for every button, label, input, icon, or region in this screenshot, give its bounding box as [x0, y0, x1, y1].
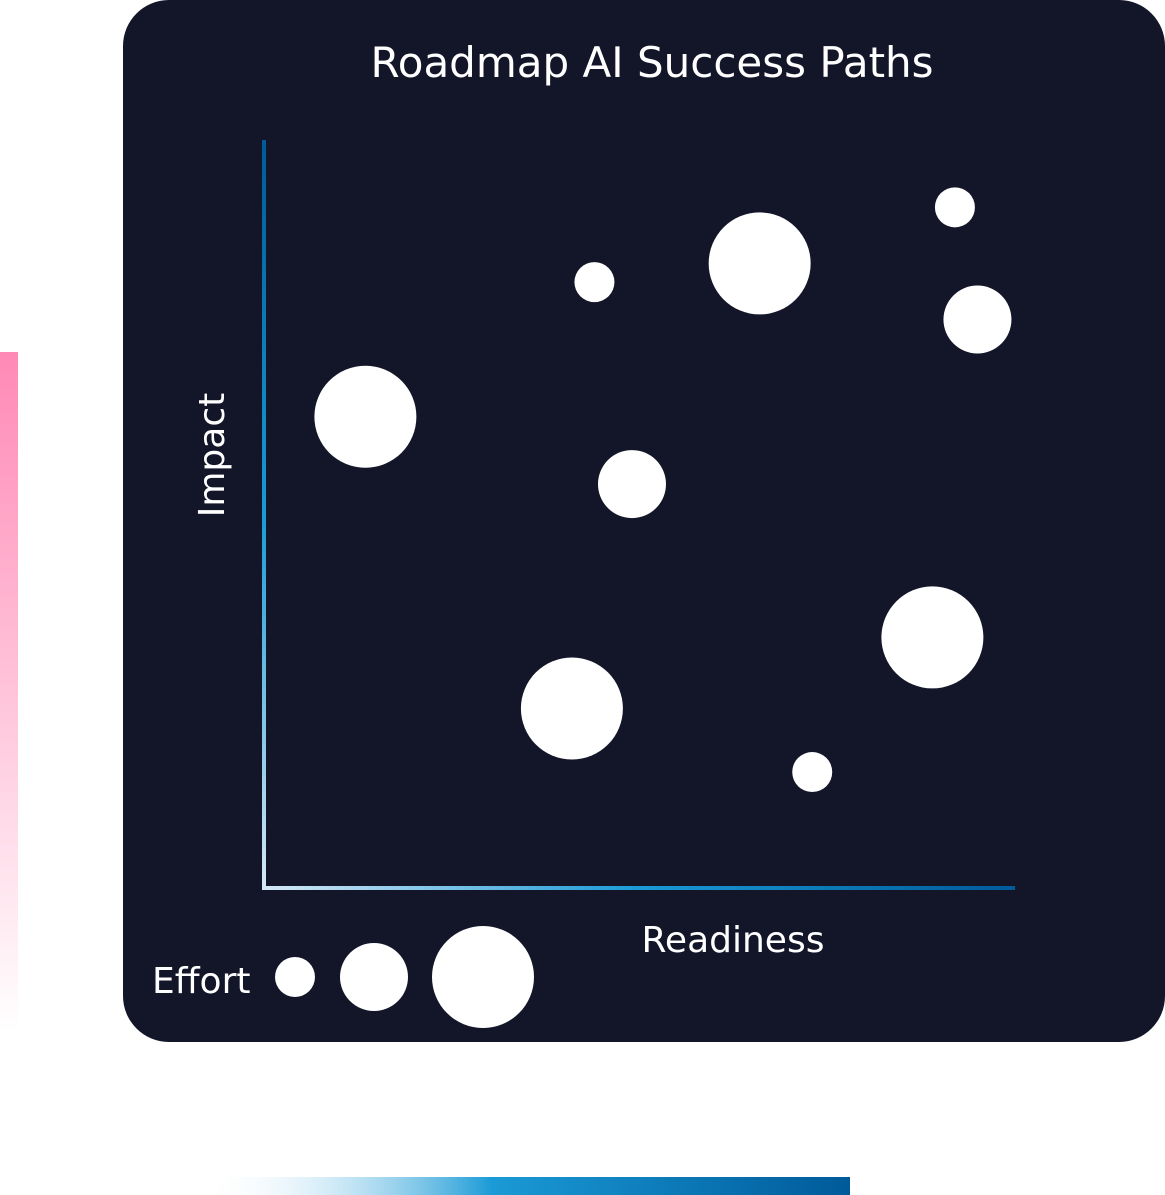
bubble-point-2 — [708, 212, 811, 315]
bubbles — [314, 187, 1012, 793]
bubble-point-4 — [943, 285, 1012, 354]
effort-legend-bubble-2 — [340, 943, 408, 1011]
effort-legend — [275, 926, 534, 1028]
effort-legend-bubble-1 — [275, 957, 315, 997]
effort-legend-bubble-3 — [432, 926, 534, 1028]
x-axis-label: Readiness — [642, 920, 825, 961]
bubble-point-9 — [792, 752, 833, 793]
x-axis-line — [262, 886, 1015, 890]
decorative-pink-bar — [0, 352, 18, 1032]
bubble-point-8 — [520, 657, 623, 760]
y-axis-label: Impact — [192, 393, 233, 518]
bubble-point-3 — [934, 187, 975, 228]
effort-legend-label: Effort — [152, 961, 251, 1002]
chart-title: Roadmap AI Success Paths — [370, 38, 933, 87]
bubble-point-7 — [881, 586, 984, 689]
y-axis-line — [262, 140, 266, 890]
decorative-blue-bar — [200, 1177, 850, 1195]
bubble-point-1 — [574, 262, 615, 303]
bubble-point-5 — [314, 365, 417, 468]
bubble-point-6 — [597, 450, 666, 519]
chart-card — [123, 0, 1165, 1042]
